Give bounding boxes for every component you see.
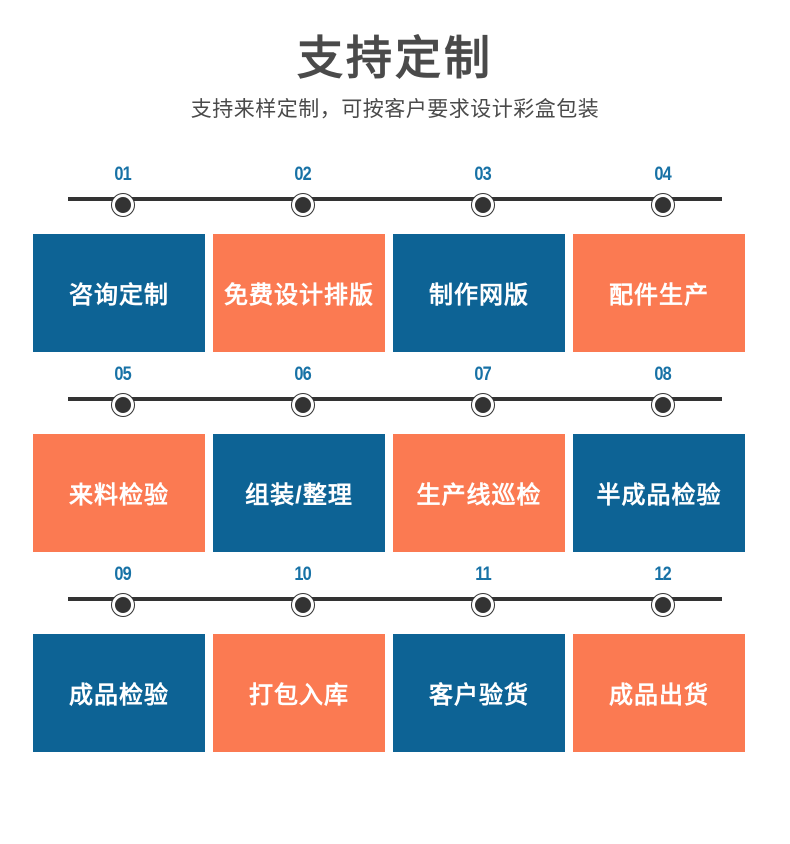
step-marker: 02 xyxy=(213,152,393,222)
step-card: 制作网版 xyxy=(393,233,565,352)
step-dot-icon xyxy=(471,592,495,617)
step-number: 09 xyxy=(114,563,132,585)
step-dot-icon xyxy=(651,592,675,617)
step-marker-rail: 05 06 07 08 xyxy=(0,352,790,422)
step-marker-rail: 09 10 11 12 xyxy=(0,552,790,622)
step-marker-group: 01 02 03 04 xyxy=(33,152,756,222)
step-number: 06 xyxy=(294,363,312,385)
step-number: 07 xyxy=(474,363,492,385)
step-card: 免费设计排版 xyxy=(213,233,385,352)
step-marker: 05 xyxy=(33,352,213,422)
step-card: 客户验货 xyxy=(393,633,565,752)
step-card: 来料检验 xyxy=(33,433,205,552)
step-number: 01 xyxy=(114,163,132,185)
step-number: 03 xyxy=(474,163,492,185)
step-number: 05 xyxy=(114,363,132,385)
step-marker-rail: 01 02 03 04 xyxy=(0,152,790,222)
timeline-line xyxy=(68,396,722,401)
step-card-group: 咨询定制 免费设计排版 制作网版 配件生产 xyxy=(33,233,756,352)
step-marker: 01 xyxy=(33,152,213,222)
step-number: 02 xyxy=(294,163,312,185)
step-marker: 07 xyxy=(393,352,573,422)
process-row: 09 10 11 12 xyxy=(0,552,790,752)
step-marker: 10 xyxy=(213,552,393,622)
step-dot-icon xyxy=(111,592,135,617)
step-dot-icon xyxy=(291,192,315,217)
step-number: 11 xyxy=(475,563,491,585)
step-dot-icon xyxy=(651,192,675,217)
step-number: 10 xyxy=(294,563,312,585)
step-card: 配件生产 xyxy=(573,233,745,352)
step-dot-icon xyxy=(111,392,135,417)
step-card: 成品检验 xyxy=(33,633,205,752)
step-marker: 09 xyxy=(33,552,213,622)
step-card: 打包入库 xyxy=(213,633,385,752)
step-card: 成品出货 xyxy=(573,633,745,752)
timeline-line xyxy=(68,196,722,201)
step-marker-group: 05 06 07 08 xyxy=(33,352,756,422)
step-card-group: 成品检验 打包入库 客户验货 成品出货 xyxy=(33,633,756,752)
step-card: 半成品检验 xyxy=(573,433,745,552)
timeline-line xyxy=(68,596,722,601)
page-subtitle: 支持来样定制，可按客户要求设计彩盒包装 xyxy=(190,97,600,121)
header: 支持定制 支持来样定制，可按客户要求设计彩盒包装 xyxy=(0,0,790,122)
process-row: 05 06 07 08 xyxy=(0,352,790,552)
step-dot-icon xyxy=(471,192,495,217)
step-card-group: 来料检验 组装/整理 生产线巡检 半成品检验 xyxy=(33,433,756,552)
step-number: 08 xyxy=(654,363,672,385)
step-number: 04 xyxy=(654,163,672,185)
process-flow: 01 02 03 04 xyxy=(0,152,790,752)
step-dot-icon xyxy=(291,392,315,417)
step-marker: 08 xyxy=(573,352,753,422)
step-number: 12 xyxy=(654,563,672,585)
step-dot-icon xyxy=(111,192,135,217)
step-card: 咨询定制 xyxy=(33,233,205,352)
step-marker: 03 xyxy=(393,152,573,222)
step-dot-icon xyxy=(471,392,495,417)
step-card: 组装/整理 xyxy=(213,433,385,552)
step-marker-group: 09 10 11 12 xyxy=(33,552,756,622)
step-marker: 06 xyxy=(213,352,393,422)
step-dot-icon xyxy=(291,592,315,617)
page-title: 支持定制 xyxy=(297,32,493,84)
step-marker: 12 xyxy=(573,552,753,622)
step-card: 生产线巡检 xyxy=(393,433,565,552)
step-dot-icon xyxy=(651,392,675,417)
step-marker: 11 xyxy=(393,552,573,622)
process-row: 01 02 03 04 xyxy=(0,152,790,352)
step-marker: 04 xyxy=(573,152,753,222)
